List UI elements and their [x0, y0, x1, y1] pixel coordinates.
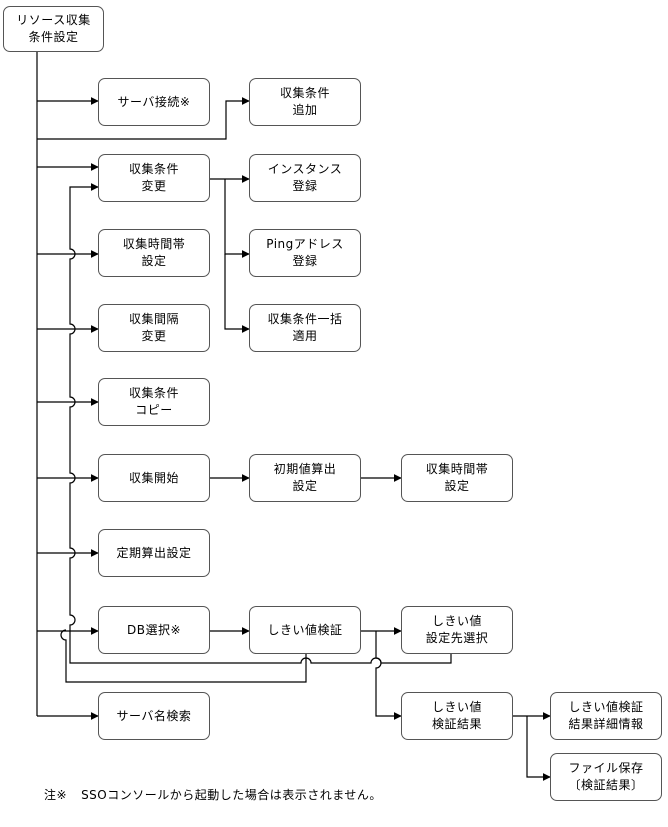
- edge-result-file: [526, 716, 551, 781]
- node-start-collect-label: 収集開始: [128, 470, 179, 485]
- node-time-slot[interactable]: 収集時間帯 設定: [98, 229, 210, 277]
- node-copy-condition[interactable]: 収集条件 コピー: [98, 378, 210, 426]
- node-server-search-label: サーバ名検索: [116, 708, 192, 723]
- node-ping-register[interactable]: Pingアドレス 登録: [249, 229, 361, 277]
- node-server-connect[interactable]: サーバ接続※: [98, 78, 210, 126]
- node-server-connect-label: サーバ接続※: [117, 94, 191, 109]
- node-copy-condition-label: 収集条件 コピー: [128, 386, 179, 417]
- node-db-select-label: DB選択※: [126, 622, 182, 637]
- node-bulk-apply-label: 収集条件一括 適用: [267, 312, 343, 343]
- edge-return-change-condition: [69, 183, 99, 605]
- node-result-detail-label: しきい値検証 結果詳細情報: [568, 700, 644, 731]
- edge-change-bulk: [224, 254, 250, 333]
- node-change-condition[interactable]: 収集条件 変更: [98, 154, 210, 202]
- node-result-detail[interactable]: しきい値検証 結果詳細情報: [550, 692, 662, 740]
- node-db-select[interactable]: DB選択※: [98, 606, 210, 654]
- footnote-text: SSOコンソールから起動した場合は表示されません。: [81, 788, 382, 802]
- node-periodic-calc[interactable]: 定期算出設定: [98, 529, 210, 577]
- node-change-condition-label: 収集条件 変更: [128, 162, 179, 193]
- edge-change-ping: [224, 179, 250, 258]
- node-periodic-calc-label: 定期算出設定: [116, 545, 192, 560]
- node-server-search[interactable]: サーバ名検索: [98, 692, 210, 740]
- node-file-save-label: ファイル保存 〔検証結果〕: [568, 761, 644, 792]
- footnote: 注※ SSOコンソールから起動した場合は表示されません。: [44, 786, 382, 803]
- node-root-label: リソース収集 条件設定: [16, 13, 91, 44]
- edge-threshold-result: [375, 631, 402, 720]
- node-threshold-target[interactable]: しきい値 設定先選択: [401, 606, 513, 654]
- edge-root-add-condition: [37, 97, 250, 140]
- node-interval-change-label: 収集間隔 変更: [128, 312, 179, 343]
- node-interval-change[interactable]: 収集間隔 変更: [98, 304, 210, 352]
- node-add-condition-label: 収集条件 追加: [279, 86, 330, 117]
- node-add-condition[interactable]: 収集条件 追加: [249, 78, 361, 126]
- node-verify-result-label: しきい値 検証結果: [431, 700, 482, 731]
- node-ping-register-label: Pingアドレス 登録: [266, 237, 344, 268]
- node-instance-register-label: インスタンス 登録: [267, 162, 343, 193]
- node-threshold-verify[interactable]: しきい値検証: [249, 606, 361, 654]
- loop-threshold-back-to-trunk: [60, 629, 307, 683]
- node-threshold-target-label: しきい値 設定先選択: [425, 614, 489, 645]
- node-initial-calc[interactable]: 初期値算出 設定: [249, 454, 361, 502]
- node-file-save[interactable]: ファイル保存 〔検証結果〕: [550, 753, 662, 801]
- node-start-collect[interactable]: 収集開始: [98, 454, 210, 502]
- node-time-slot-2-label: 収集時間帯 設定: [425, 462, 489, 493]
- node-instance-register[interactable]: インスタンス 登録: [249, 154, 361, 202]
- node-bulk-apply[interactable]: 収集条件一括 適用: [249, 304, 361, 352]
- node-verify-result[interactable]: しきい値 検証結果: [401, 692, 513, 740]
- node-root[interactable]: リソース収集 条件設定: [3, 6, 104, 52]
- footnote-mark: 注※: [44, 788, 68, 802]
- node-time-slot-label: 収集時間帯 設定: [122, 237, 186, 268]
- node-threshold-verify-label: しきい値検証: [267, 622, 343, 637]
- node-time-slot-2[interactable]: 収集時間帯 設定: [401, 454, 513, 502]
- node-initial-calc-label: 初期値算出 設定: [273, 462, 337, 493]
